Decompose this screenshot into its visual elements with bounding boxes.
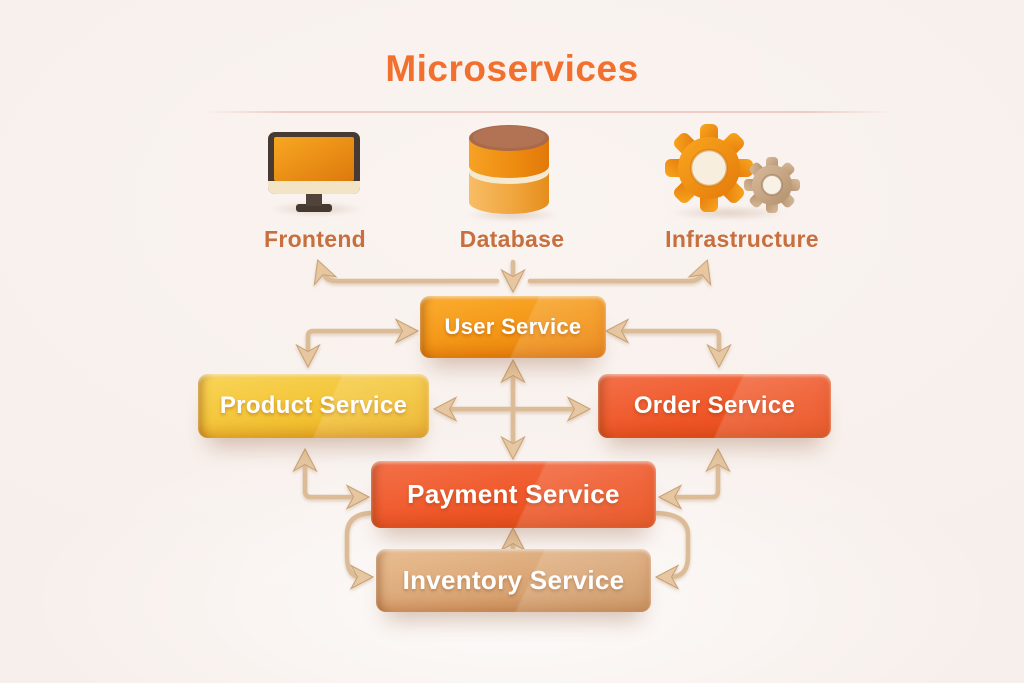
database-icon — [462, 122, 556, 223]
product-service-label: Product Service — [219, 392, 408, 419]
user-service-box: User Service — [420, 296, 606, 358]
arrow-product-user — [305, 328, 408, 355]
legend-label-frontend: Frontend — [263, 226, 367, 252]
order-service-box: Order Service — [598, 374, 831, 438]
page-title: Microservices — [385, 48, 639, 89]
gears-icon-shadow — [668, 206, 788, 220]
payment-service-box: Payment Service — [371, 461, 656, 528]
payment-service-label: Payment Service — [407, 479, 620, 509]
product-service-box: Product Service — [198, 374, 429, 438]
header-divider — [205, 111, 893, 113]
arrow-user-service-to-infrastructure — [527, 266, 706, 284]
monitor-icon — [258, 126, 370, 223]
arrow-order-user — [616, 328, 722, 355]
legend-label-infrastructure: Infrastructure — [665, 226, 819, 252]
arrow-user-service-to-frontend — [320, 266, 500, 284]
arrow-order-payment — [669, 459, 721, 500]
arrow-product-payment — [302, 459, 358, 500]
gears-icon — [652, 118, 802, 225]
inventory-service-label: Inventory Service — [402, 565, 625, 595]
legend-label-database: Database — [459, 226, 565, 252]
order-service-label: Order Service — [633, 392, 796, 419]
inventory-service-box: Inventory Service — [376, 549, 651, 612]
user-service-label: User Service — [444, 314, 582, 339]
arrow-payment-inventory-right — [653, 510, 691, 580]
arrow-payment-inventory-left — [344, 510, 374, 580]
